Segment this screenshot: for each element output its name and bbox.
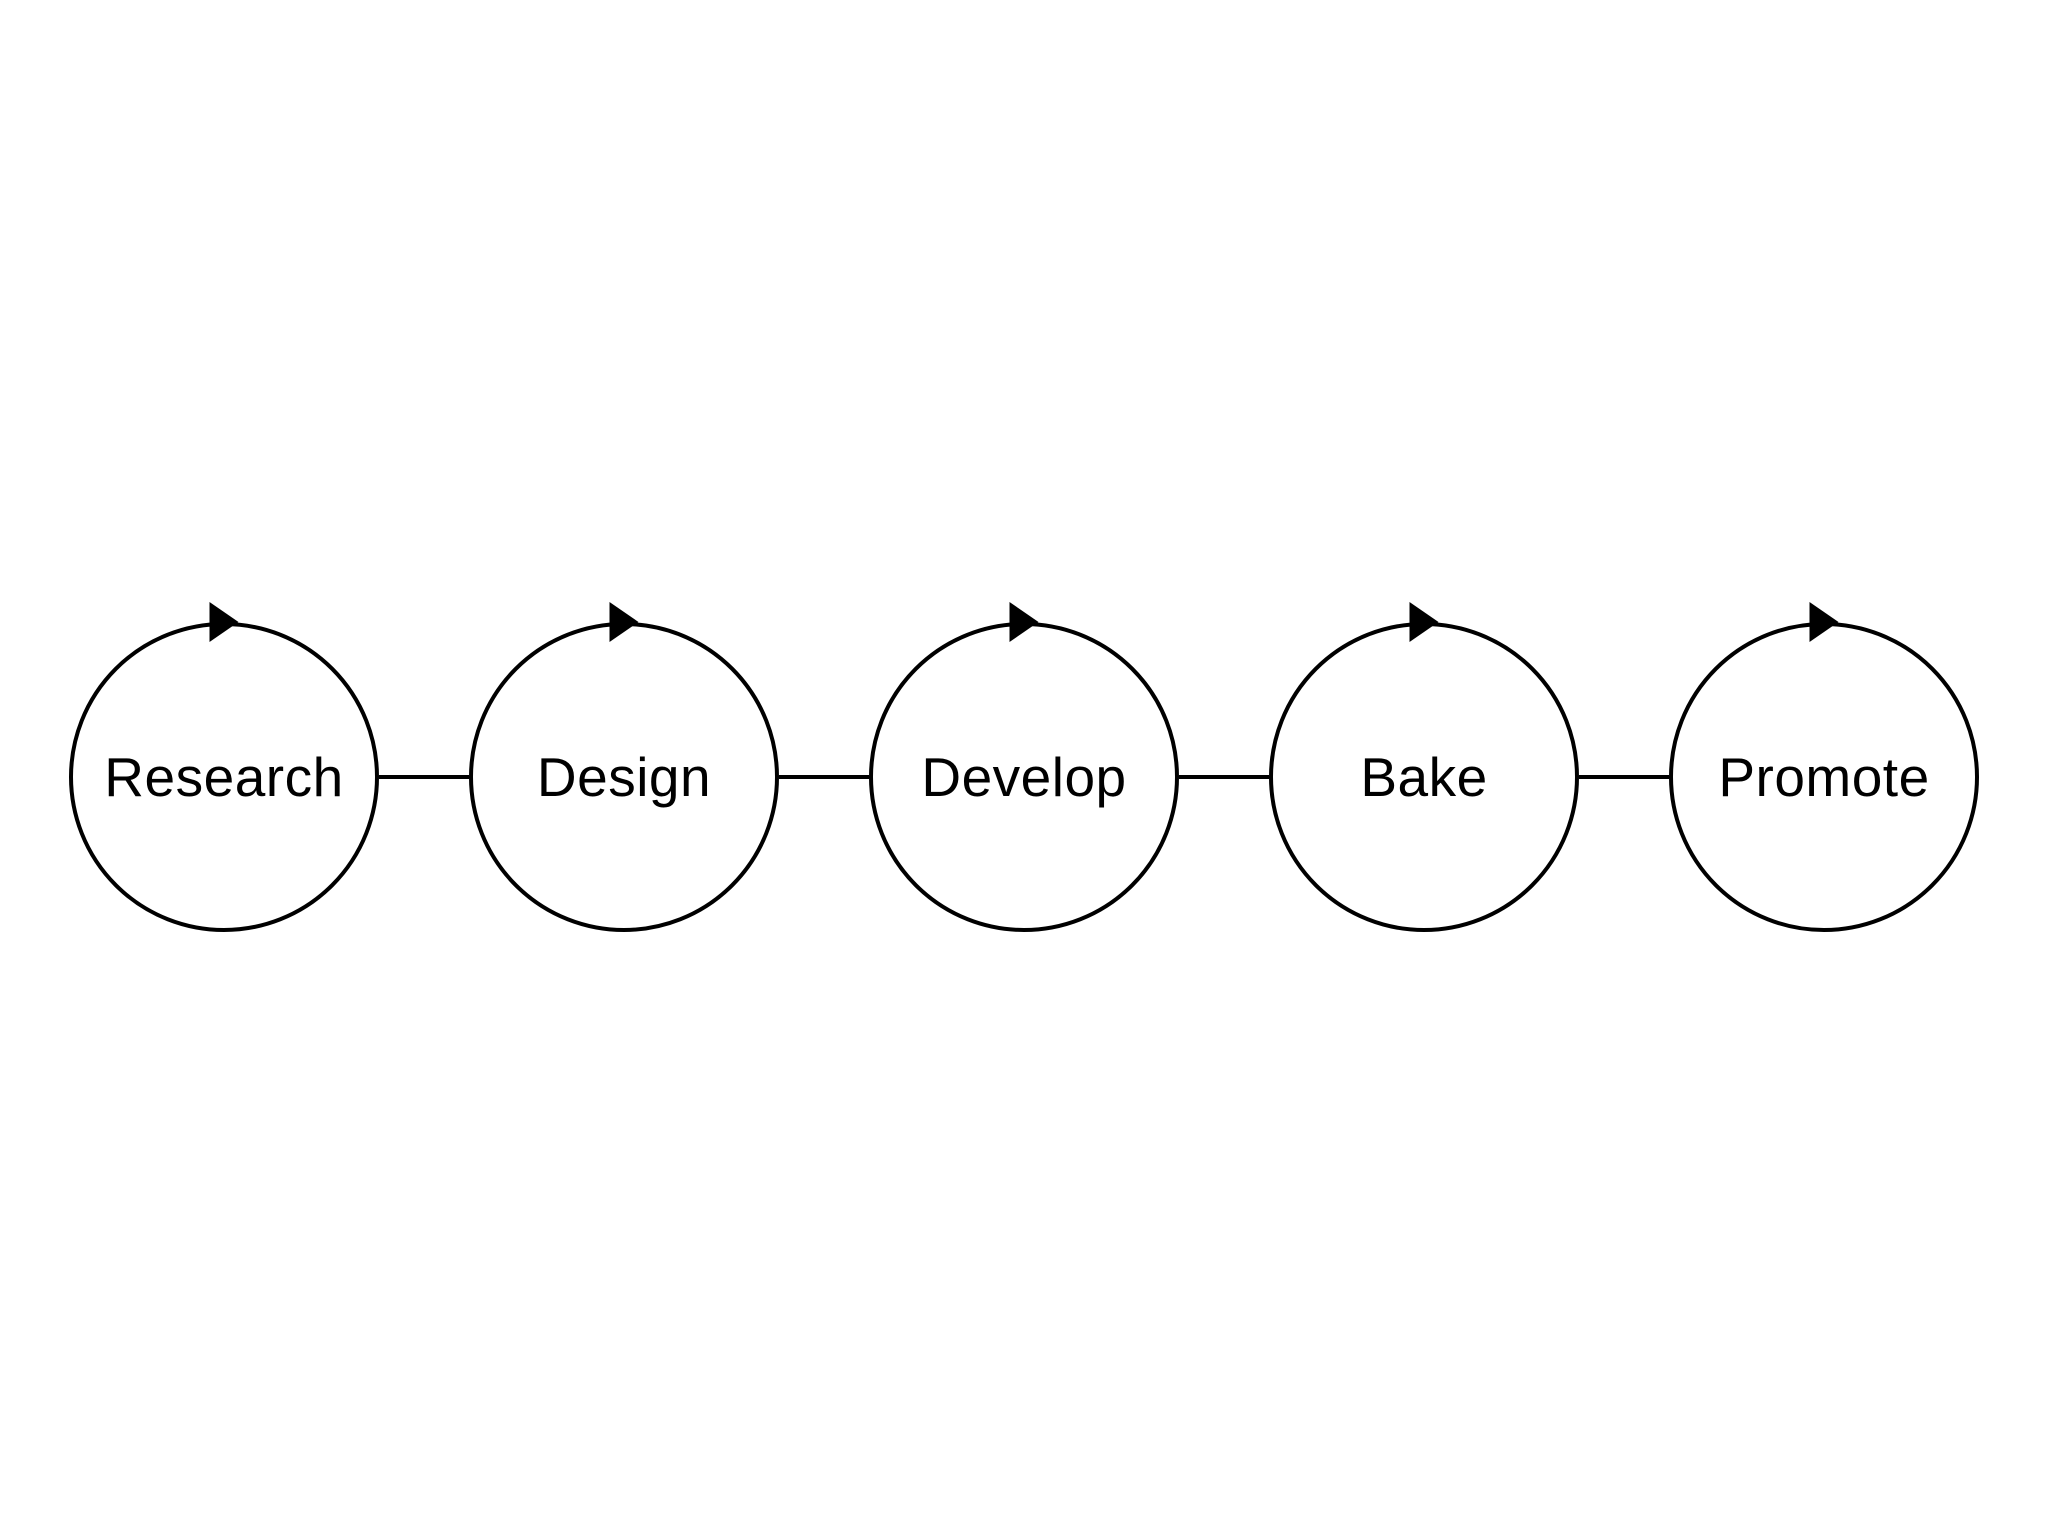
clockwise-arrow-icon <box>1409 602 1439 642</box>
stage-node-research: Research <box>69 602 379 932</box>
stage-label: Bake <box>1360 745 1488 808</box>
stage-node-bake: Bake <box>1269 602 1579 932</box>
clockwise-arrow-icon <box>1009 602 1039 642</box>
connector-line <box>379 775 469 779</box>
process-flow: Research Design Develop Bake Promote <box>69 602 1979 932</box>
stage-label: Design <box>536 745 712 808</box>
stage-node-design: Design <box>469 602 779 932</box>
stage-node-develop: Develop <box>869 602 1179 932</box>
stage-label: Research <box>104 745 344 808</box>
stage-label: Develop <box>921 745 1127 808</box>
stage-label: Promote <box>1718 745 1930 808</box>
stage-node-promote: Promote <box>1669 602 1979 932</box>
clockwise-arrow-icon <box>1809 602 1839 642</box>
connector-line <box>1179 775 1269 779</box>
clockwise-arrow-icon <box>609 602 639 642</box>
connector-line <box>779 775 869 779</box>
connector-line <box>1579 775 1669 779</box>
clockwise-arrow-icon <box>209 602 239 642</box>
